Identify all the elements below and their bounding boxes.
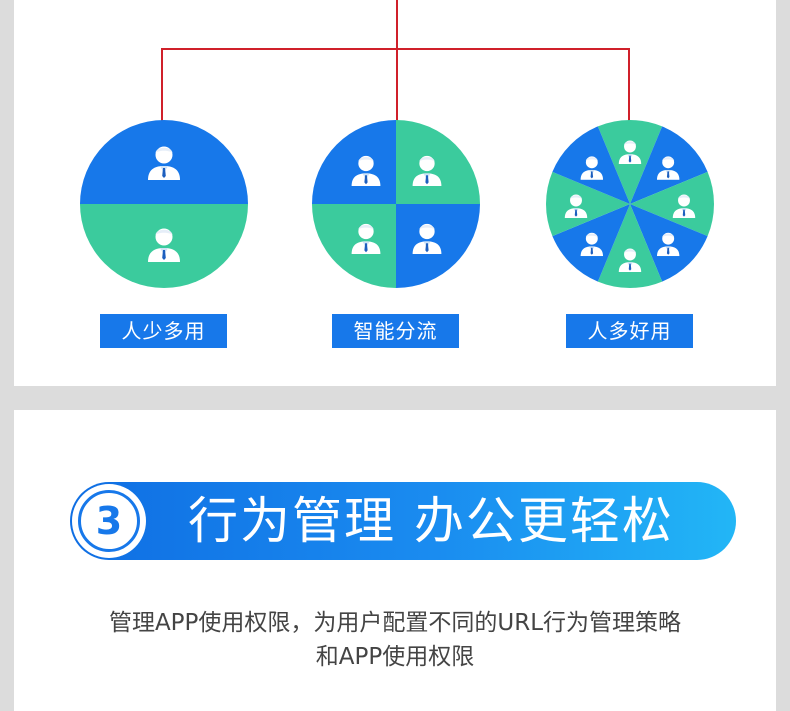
group-label: 智能分流 (332, 314, 459, 348)
section-description: 管理APP使用权限，为用户配置不同的URL行为管理策略 和APP使用权限 (40, 606, 750, 674)
section-banner (70, 482, 736, 560)
group-label: 人少多用 (100, 314, 227, 348)
pie-four-users (312, 120, 480, 288)
connector-trunk (396, 0, 398, 122)
bottom-panel (14, 410, 776, 711)
section-number: 3 (78, 490, 140, 552)
connector-left (161, 48, 163, 122)
description-line-1: 管理APP使用权限，为用户配置不同的URL行为管理策略 (108, 610, 682, 636)
connector-horizontal (161, 48, 630, 50)
pie-slice (597, 204, 663, 288)
section-number-badge: 3 (72, 484, 146, 558)
pie-two-users (80, 120, 248, 288)
description-line-2: 和APP使用权限 (315, 644, 475, 670)
connector-right (628, 48, 630, 122)
pie-slice (546, 171, 630, 237)
section-title: 行为管理 办公更轻松 (188, 492, 674, 550)
pie-slice (630, 171, 714, 237)
group-label: 人多好用 (566, 314, 693, 348)
pie-eight-users (546, 120, 714, 288)
